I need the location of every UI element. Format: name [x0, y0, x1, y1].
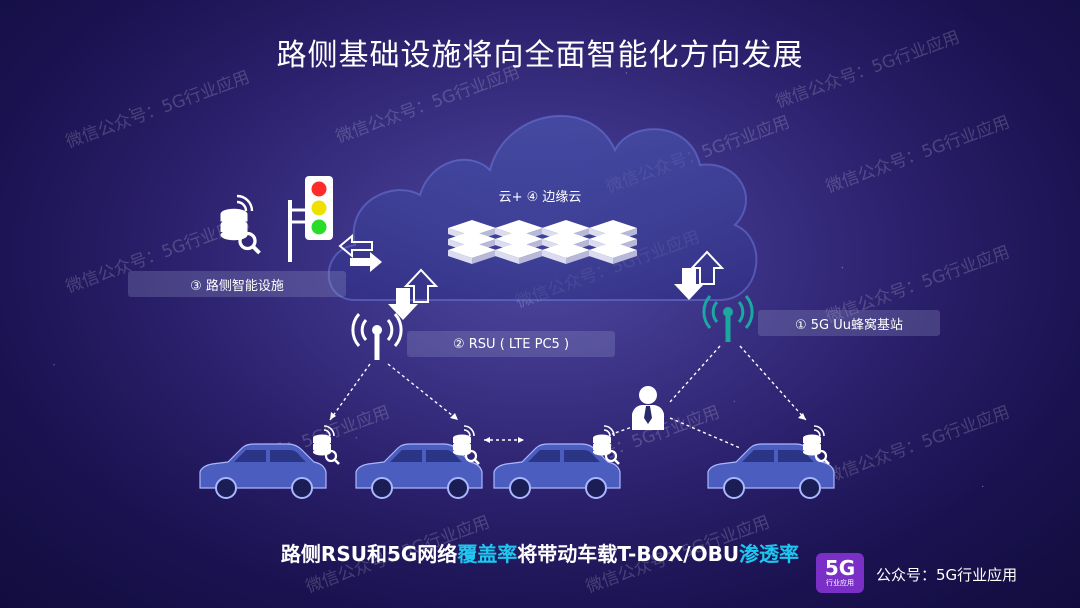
- person-icon: [632, 386, 664, 430]
- arrow-icon: [338, 233, 382, 272]
- arrow-icon: [674, 250, 725, 300]
- base-station-label: ① 5G Uu蜂窝基站: [758, 310, 940, 336]
- car-icon: [199, 443, 327, 499]
- conclusion-part-2: 将带动车载T-BOX/OBU: [517, 542, 740, 566]
- antenna-icon: [702, 294, 754, 344]
- traffic-light-icon: [288, 176, 333, 262]
- arrow-icon: [388, 268, 439, 320]
- edge-cloud-shape: [327, 115, 758, 301]
- 5g-logo: 5G 行业应用: [816, 553, 864, 593]
- conclusion-text: 路侧RSU和5G网络覆盖率将带动车载T-BOX/OBU渗透率: [0, 538, 1080, 567]
- page-title: 路侧基础设施将向全面智能化方向发展: [276, 38, 804, 73]
- edge-cloud-label: 云+ ④ 边缘云: [498, 190, 582, 205]
- connection-lines: [329, 345, 807, 449]
- database-search-icon: [311, 424, 341, 466]
- conclusion-part-1: 路侧RSU和5G网络: [280, 542, 458, 566]
- antenna-icon: [351, 312, 403, 362]
- logo-subtext: 行业应用: [826, 579, 854, 587]
- roadside-facility-label: ③ 路侧智能设施: [128, 271, 346, 297]
- rsu-label: ② RSU ( LTE PC5 ): [407, 331, 615, 357]
- conclusion-highlight-coverage: 覆盖率: [457, 542, 518, 566]
- conclusion-highlight-penetration: 渗透率: [739, 542, 800, 566]
- account-name: 公众号：5G行业应用: [876, 566, 1018, 584]
- logo-5g-text: 5G: [824, 556, 856, 580]
- connection-arrowheads: [330, 412, 806, 443]
- database-search-icon: [218, 194, 262, 255]
